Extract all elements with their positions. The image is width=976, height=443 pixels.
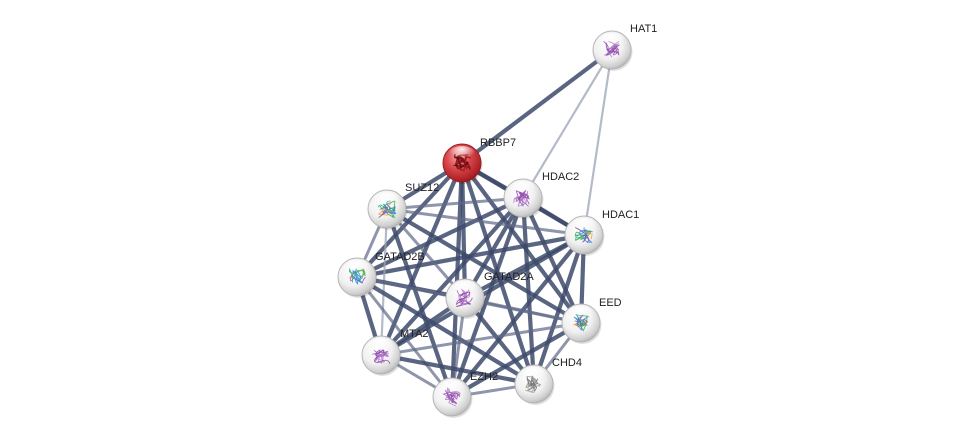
node-label-hdac1[interactable]: HDAC1 (602, 209, 639, 221)
edge-hdac2-ezh2 (449, 195, 526, 400)
node-label-chd4[interactable]: CHD4 (552, 357, 582, 369)
node-hdac2[interactable]: HDAC2 (503, 171, 579, 219)
edge-hat1-hdac1 (582, 48, 614, 237)
node-gloss (570, 218, 598, 234)
edge-mta2-chd4 (378, 352, 537, 387)
edge-hat1-hdac2 (521, 48, 614, 200)
node-gloss (451, 281, 479, 297)
edge-eed-mta2 (379, 321, 583, 357)
node-gloss (438, 380, 466, 396)
node-suz12[interactable]: SUZ12 (367, 182, 439, 230)
node-gatad2b[interactable]: GATAD2B (337, 251, 425, 298)
edge-hat1-rbbp7 (459, 47, 615, 166)
node-chd4[interactable]: CHD4 (514, 357, 582, 405)
node-label-ezh2[interactable]: EZH2 (470, 371, 498, 383)
structure-stroke (526, 375, 536, 387)
edge-hdac2-eed (520, 195, 584, 326)
edge-suz12-eed (384, 206, 584, 326)
node-label-gatad2b[interactable]: GATAD2B (375, 251, 425, 263)
node-gloss (520, 367, 548, 383)
edge-hdac1-ezh2 (449, 232, 587, 400)
node-gloss (343, 260, 371, 276)
node-gloss (567, 306, 595, 322)
node-gloss (598, 33, 626, 49)
edge-eed-ezh2 (449, 320, 584, 400)
node-label-hat1[interactable]: HAT1 (630, 23, 657, 35)
node-hat1[interactable]: HAT1 (592, 23, 657, 71)
node-mta2[interactable]: MTA2 (361, 328, 429, 376)
structure-stroke (444, 389, 457, 405)
node-gloss (448, 146, 476, 162)
structure-stroke (374, 349, 391, 364)
node-gatad2a[interactable]: GATAD2A (445, 271, 534, 319)
node-gloss (373, 192, 401, 208)
edge-suz12-gatad2a (385, 207, 467, 300)
edge-gatad2a-eed (463, 296, 583, 325)
node-label-rbbp7[interactable]: RBBP7 (480, 137, 516, 149)
node-eed[interactable]: EED (561, 297, 622, 344)
node-label-suz12[interactable]: SUZ12 (405, 182, 439, 194)
node-gloss (367, 338, 395, 354)
node-label-gatad2a[interactable]: GATAD2A (484, 271, 534, 283)
node-hdac1[interactable]: HDAC1 (564, 209, 639, 256)
node-label-eed[interactable]: EED (599, 297, 622, 309)
node-label-hdac2[interactable]: HDAC2 (542, 171, 579, 183)
node-label-mta2[interactable]: MTA2 (400, 328, 429, 340)
edge-hdac1-suz12 (385, 207, 586, 237)
node-gloss (509, 181, 537, 197)
edge-hdac2-suz12 (385, 196, 525, 211)
structure-stroke (382, 203, 397, 215)
node-ezh2[interactable]: EZH2 (432, 371, 498, 418)
node-rbbp7[interactable]: RBBP7 (442, 137, 516, 184)
edge-rbbp7-eed (459, 160, 584, 326)
structure-stroke (378, 206, 396, 219)
